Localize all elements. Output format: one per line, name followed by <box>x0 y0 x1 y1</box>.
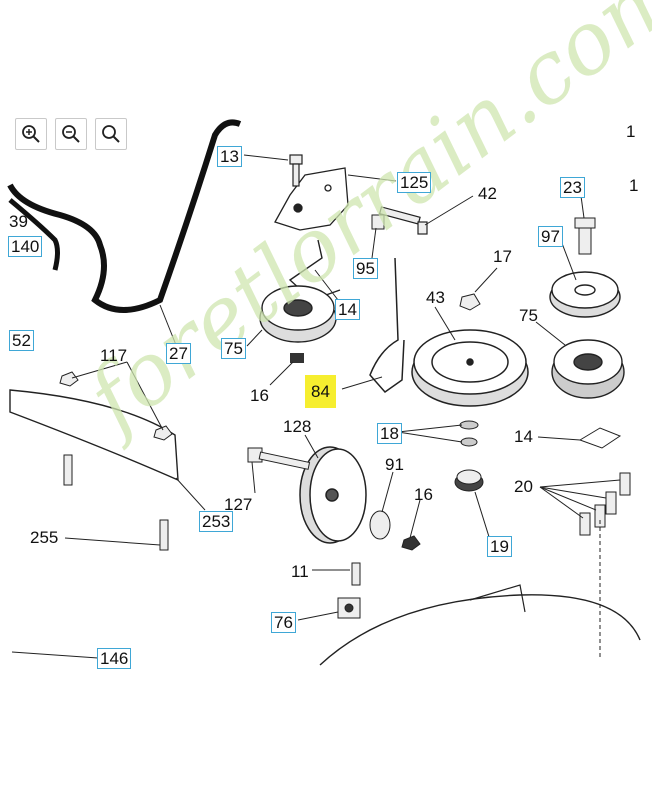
deck-outline <box>319 594 641 666</box>
bracket-14-right <box>578 427 622 449</box>
pulley-128 <box>299 446 367 544</box>
callout-1-top: 1 <box>626 122 636 141</box>
zoom-out-button[interactable] <box>55 118 87 150</box>
callout-16-right: 16 <box>414 485 433 504</box>
washer-18b <box>460 437 478 447</box>
callout-140[interactable]: 140 <box>8 236 43 257</box>
callout-20: 20 <box>514 477 533 496</box>
zoom-in-button[interactable] <box>15 118 47 150</box>
nut-17 <box>459 293 481 311</box>
callout-11: 11 <box>291 562 309 581</box>
callout-43: 43 <box>426 288 445 307</box>
idler-pulley-left <box>259 285 337 343</box>
main-pulley-43 <box>411 329 529 407</box>
nut-117b <box>153 425 173 441</box>
nut-16 <box>401 535 421 551</box>
screw-11 <box>351 562 361 586</box>
bolt-13 <box>289 154 303 187</box>
callout-16-left: 16 <box>250 386 269 405</box>
callout-127: 127 <box>224 495 253 514</box>
callout-95[interactable]: 95 <box>353 258 378 279</box>
zoom-out-icon <box>62 125 80 143</box>
idler-pulley-right <box>551 339 625 399</box>
bolt-127 <box>247 447 311 470</box>
washer-91 <box>369 510 391 540</box>
callout-17: 17 <box>493 247 512 266</box>
leader-lines <box>11 154 621 659</box>
callout-76[interactable]: 76 <box>271 612 296 633</box>
callout-27[interactable]: 27 <box>166 343 191 364</box>
callout-52[interactable]: 52 <box>9 330 34 351</box>
bolt-23 <box>578 227 592 255</box>
deck-bracket <box>469 584 526 613</box>
callout-84-highlighted[interactable]: 84 <box>305 375 336 408</box>
callout-253[interactable]: 253 <box>199 511 234 532</box>
zoom-reset-button[interactable] <box>95 118 127 150</box>
callout-91: 91 <box>385 455 404 474</box>
callout-18[interactable]: 18 <box>377 423 402 444</box>
callout-14-right: 14 <box>514 427 533 446</box>
callout-19[interactable]: 19 <box>487 536 512 557</box>
zoom-in-icon <box>22 125 40 143</box>
bolt-255b <box>159 519 169 551</box>
nut-117a <box>59 371 79 387</box>
callout-125[interactable]: 125 <box>397 172 432 193</box>
belt-left-segment <box>8 198 60 271</box>
callout-23[interactable]: 23 <box>560 177 585 198</box>
idler-bracket <box>274 167 349 231</box>
nut-95 <box>371 214 385 230</box>
bolt-23-head <box>574 217 596 229</box>
idler-pulley-97 <box>549 271 621 318</box>
frame-arm <box>9 389 179 482</box>
callout-117: 117 <box>100 346 128 365</box>
callout-255: 255 <box>30 528 59 547</box>
bolt-42 <box>378 206 428 235</box>
drive-belt <box>7 119 242 313</box>
callout-1-mid: 1 <box>629 176 639 195</box>
callout-13[interactable]: 13 <box>217 146 242 167</box>
callout-39: 39 <box>9 212 28 231</box>
callout-75-left[interactable]: 75 <box>221 338 246 359</box>
part-76 <box>337 597 361 619</box>
bolts-20 <box>579 472 631 536</box>
callout-75-right: 75 <box>519 306 538 325</box>
bearing-19 <box>454 469 484 492</box>
bolt-255a <box>63 454 73 486</box>
magnifier-icon <box>102 125 120 143</box>
idler-arm-84 <box>369 257 405 394</box>
callout-146[interactable]: 146 <box>97 648 132 669</box>
spacer-16 <box>290 353 304 363</box>
callout-42: 42 <box>478 184 497 203</box>
washer-18a <box>459 420 479 430</box>
callout-97[interactable]: 97 <box>538 226 563 247</box>
callout-128: 128 <box>283 417 312 436</box>
callout-14[interactable]: 14 <box>335 299 360 320</box>
